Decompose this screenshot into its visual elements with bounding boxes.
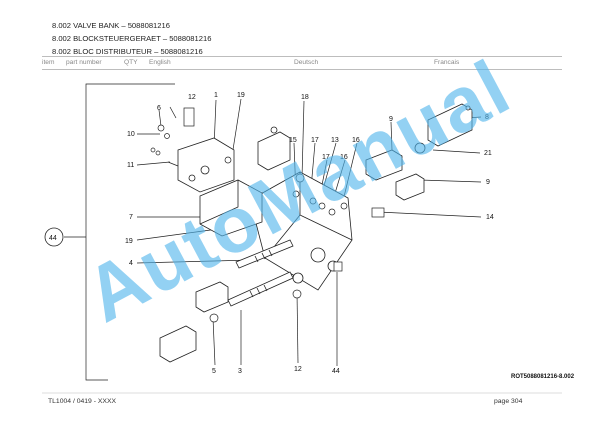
callout-12: 12 bbox=[294, 366, 302, 373]
callout-16: 16 bbox=[352, 137, 360, 144]
callout-17: 17 bbox=[322, 154, 330, 161]
callout-7: 7 bbox=[129, 214, 133, 221]
column-francais: Francais bbox=[434, 59, 460, 66]
callout-8: 8 bbox=[485, 114, 489, 121]
column-deutsch: Deutsch bbox=[294, 59, 319, 66]
callout-11: 11 bbox=[127, 162, 134, 169]
callout-44: 44 bbox=[332, 368, 340, 375]
small-parts bbox=[150, 107, 385, 323]
column-qty: QTY bbox=[124, 59, 138, 66]
callout-9: 9 bbox=[486, 179, 490, 186]
solenoid-right bbox=[365, 103, 473, 201]
callout-4: 4 bbox=[129, 260, 133, 267]
callout-14: 14 bbox=[486, 214, 494, 221]
callout-5: 5 bbox=[212, 368, 216, 375]
valve-inlet-cover bbox=[177, 137, 235, 193]
spool-lower bbox=[227, 271, 294, 307]
group-bracket bbox=[85, 83, 175, 381]
callout-18: 18 bbox=[301, 94, 309, 101]
callout-19: 19 bbox=[237, 92, 245, 99]
valve-section-left bbox=[199, 179, 263, 237]
footer-page-number: page 304 bbox=[494, 398, 523, 405]
callout-12: 12 bbox=[188, 94, 196, 101]
solenoid-bottom bbox=[159, 281, 229, 363]
solenoid-top bbox=[257, 126, 291, 171]
spool-upper bbox=[235, 239, 294, 269]
callout-17: 17 bbox=[311, 137, 319, 144]
column-part-number: part number bbox=[66, 59, 102, 66]
callout-16: 16 bbox=[340, 154, 348, 161]
title-line-de: 8.002 BLOCKSTEUERGERAET – 5088081216 bbox=[52, 34, 212, 43]
callout-13: 13 bbox=[331, 137, 339, 144]
drawing-reference: ROT5088081216-8.002 bbox=[511, 374, 575, 380]
column-item: item bbox=[42, 59, 55, 66]
callout-6: 6 bbox=[157, 105, 161, 112]
callout-10: 10 bbox=[127, 131, 135, 138]
callout-19: 19 bbox=[125, 238, 133, 245]
valve-body bbox=[249, 171, 353, 291]
parts-table-header: item part number QTY English Deutsch Fra… bbox=[42, 56, 562, 70]
footer-doc-code: TL1004 / 0419 - XXXX bbox=[48, 398, 117, 405]
column-english: English bbox=[149, 59, 171, 66]
title-line-fr: 8.002 BLOC DISTRIBUTEUR – 5088081216 bbox=[52, 47, 203, 56]
title-line-en: 8.002 VALVE BANK – 5088081216 bbox=[52, 21, 170, 30]
callout-9: 9 bbox=[389, 116, 393, 123]
title-block: 8.002 VALVE BANK – 5088081216 8.002 BLOC… bbox=[52, 19, 211, 58]
callout-44-label: 44 bbox=[49, 235, 57, 242]
callout-21: 21 bbox=[484, 150, 492, 157]
callout-44-balloon: 44 bbox=[44, 227, 64, 247]
callout-15: 15 bbox=[289, 137, 297, 144]
callout-3: 3 bbox=[238, 368, 242, 375]
callout-1: 1 bbox=[214, 92, 218, 99]
